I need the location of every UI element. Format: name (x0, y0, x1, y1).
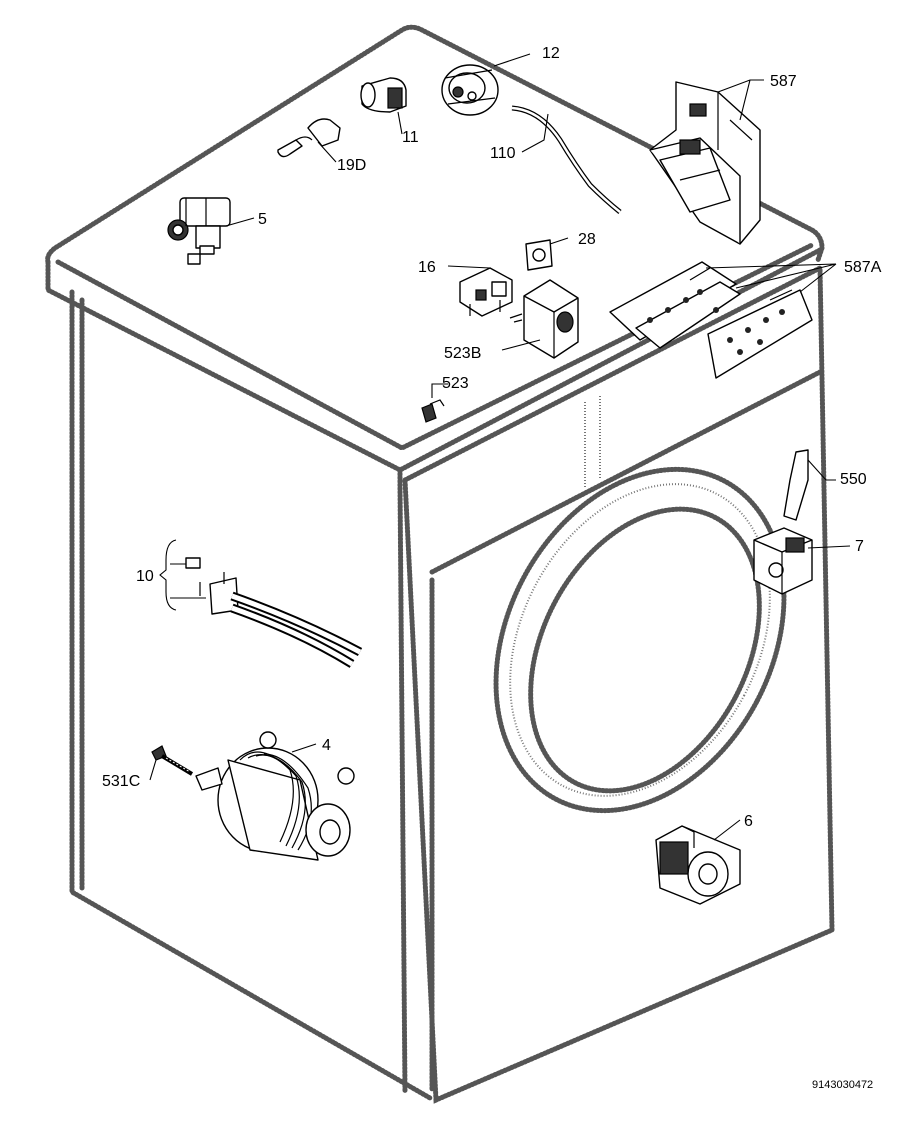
control-module-part (649, 81, 761, 245)
display-board-part (609, 261, 813, 379)
document-number: 9143030472 (812, 1079, 873, 1091)
door-interlock-plate-part (525, 239, 553, 271)
capacitor-part (360, 77, 407, 113)
motor-part (195, 731, 355, 861)
bracket-19d-part (277, 118, 341, 158)
callout-16: 16 (418, 259, 436, 276)
callout-5: 5 (258, 211, 267, 228)
pressure-switch-part (441, 64, 499, 116)
water-valve-part (167, 197, 231, 265)
drain-pump-part (655, 825, 741, 905)
callout-19d: 19D (337, 157, 366, 174)
door-lock-part (753, 449, 813, 595)
callout-4: 4 (322, 737, 331, 754)
callout-550: 550 (840, 471, 867, 488)
hose-part (511, 105, 622, 214)
heating-element-part (185, 557, 363, 668)
callout-587: 587 (770, 73, 797, 90)
leader-lines (149, 53, 851, 841)
switch-16-part (459, 267, 513, 317)
callout-523b: 523B (444, 345, 481, 362)
callout-12: 12 (542, 45, 560, 62)
callout-28: 28 (578, 231, 596, 248)
programme-selector-part (509, 279, 579, 359)
callout-labels: 12 11 19D 110 587 5 28 16 587A 523B 523 … (102, 45, 882, 830)
callout-587a: 587A (844, 259, 882, 276)
callout-7: 7 (855, 538, 864, 555)
bolt-part (151, 745, 194, 776)
callout-110: 110 (490, 145, 516, 162)
callout-11: 11 (402, 129, 419, 146)
clip-523-part (421, 399, 445, 423)
washing-machine-cabinet (45, 24, 835, 1104)
callout-531c: 531C (102, 773, 140, 790)
callout-6: 6 (744, 813, 753, 830)
callout-523: 523 (442, 375, 469, 392)
callout-10: 10 (136, 568, 154, 585)
